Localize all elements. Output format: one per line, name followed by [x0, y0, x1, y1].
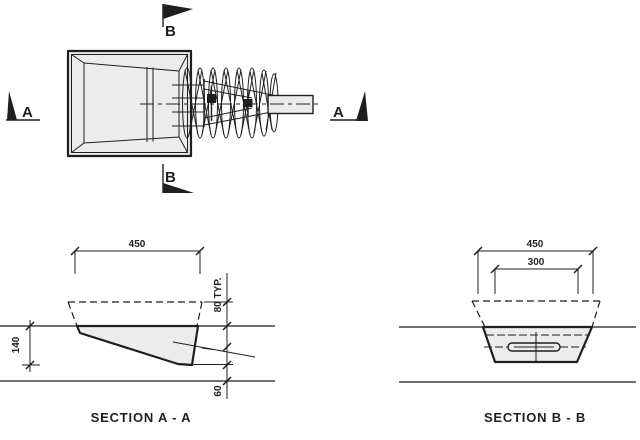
cut-flag-icon	[7, 91, 17, 120]
dimension-label: 80 TYP.	[213, 277, 224, 312]
corner-bevel	[71, 142, 85, 153]
dimension-label: 450	[129, 239, 146, 250]
marker-label: B	[165, 23, 176, 40]
section-a-view: 450 140 80 TYP. 60 SECTION A - A	[0, 239, 275, 425]
cut-flag-icon	[163, 4, 193, 19]
dimension-label: 60	[213, 385, 224, 397]
dimension-label: 450	[527, 239, 544, 250]
leader-line	[172, 341, 256, 358]
dimension-label: 300	[528, 257, 545, 268]
dimension-depth-140: 140	[11, 320, 40, 372]
marker-label: A	[333, 104, 344, 121]
section-a-title: SECTION A - A	[91, 410, 192, 425]
wedge-key	[207, 94, 216, 103]
rod-slot	[484, 332, 586, 361]
coil-spring	[182, 67, 279, 139]
section-b-title: SECTION B - B	[484, 410, 586, 425]
dimension-width-450: 450	[70, 239, 205, 274]
cut-flag-icon	[163, 183, 194, 193]
anchor-block-profile	[481, 325, 594, 364]
corner-bevel	[178, 136, 188, 153]
cut-flag-icon	[356, 91, 368, 121]
section-cut-marker-b-top: B	[162, 4, 193, 40]
corner-bevel	[178, 54, 188, 72]
dimension-column-right: 80 TYP. 60	[172, 273, 256, 399]
mound-dashed-outline	[67, 301, 203, 327]
plan-view: B B A A	[6, 4, 368, 193]
marker-label: B	[165, 169, 176, 186]
section-b-view: 450 300 SECTION B - B	[399, 239, 636, 425]
leader-dash	[201, 347, 214, 350]
dimension-label: 140	[11, 336, 22, 353]
wedge-profile	[75, 324, 200, 367]
section-cut-marker-a-right: A	[330, 91, 368, 121]
section-cut-marker-b-bottom: B	[162, 164, 194, 193]
section-cut-marker-a-left: A	[6, 91, 40, 121]
dimension-inner-300: 300	[490, 257, 583, 294]
marker-label: A	[22, 104, 33, 121]
dimension-outer-450: 450	[473, 239, 598, 294]
mound-dashed-outline	[471, 300, 601, 328]
corner-bevel	[71, 54, 85, 64]
